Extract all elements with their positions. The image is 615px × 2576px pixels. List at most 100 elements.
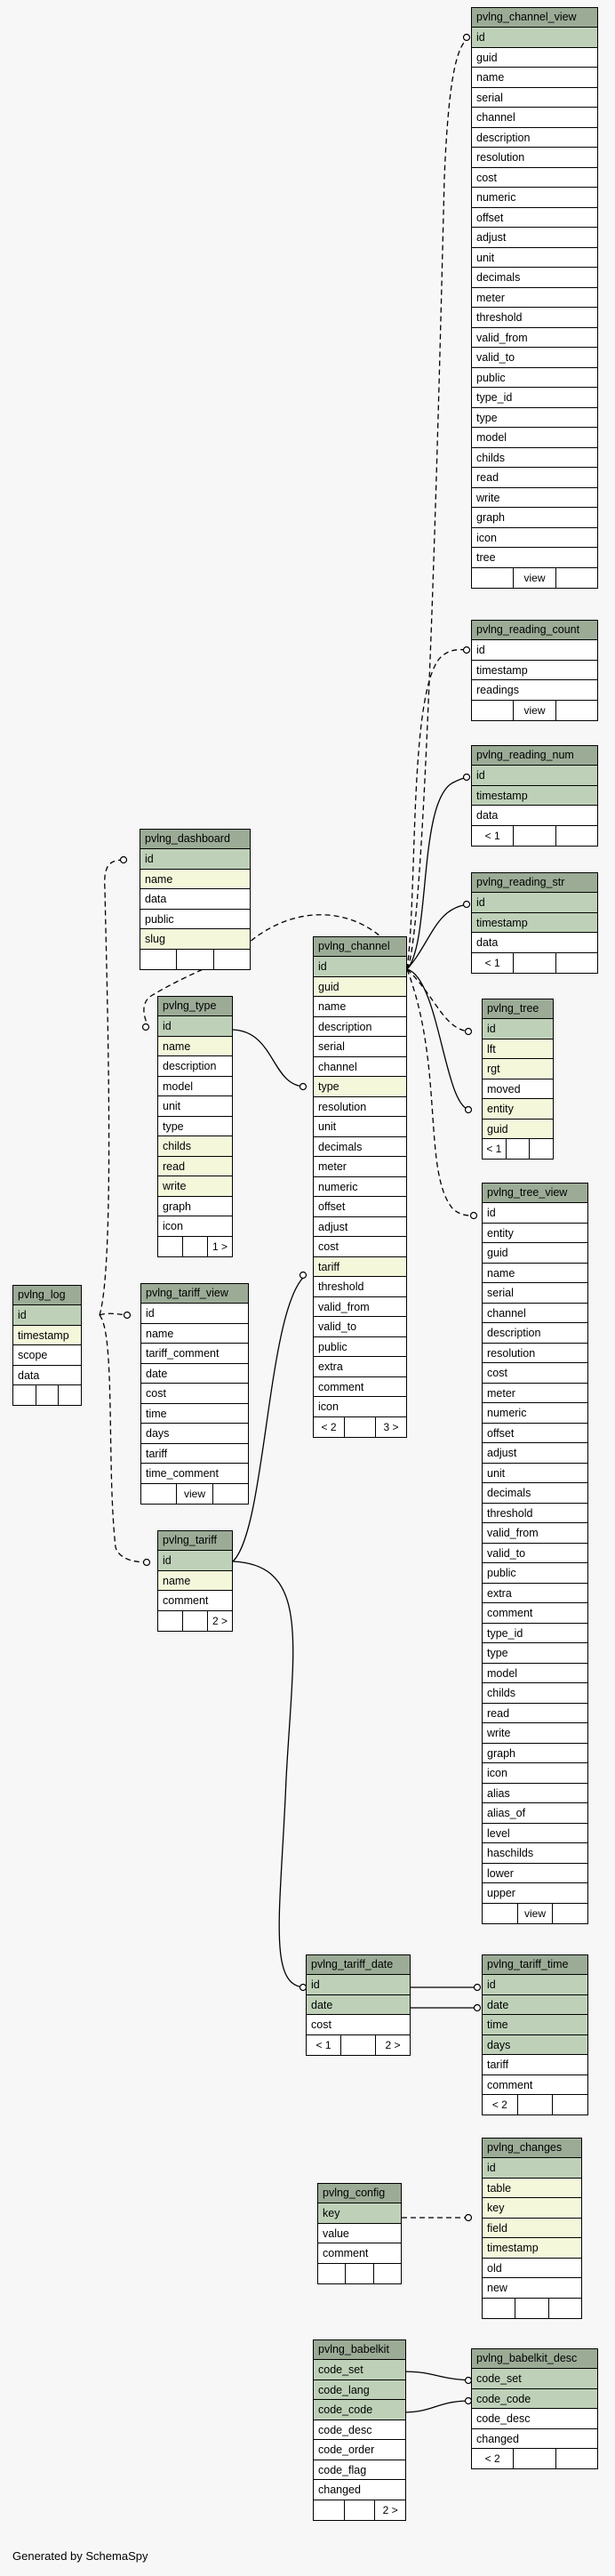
table-column[interactable]: tree	[472, 548, 597, 568]
table-column[interactable]: guid	[314, 976, 406, 997]
table-column[interactable]: threshold	[472, 308, 597, 328]
footer-cell[interactable]: 2 >	[385, 2038, 401, 2051]
table-header[interactable]: pvlng_tree	[483, 999, 553, 1019]
table-column[interactable]: model	[472, 428, 597, 448]
table-column[interactable]: icon	[158, 1216, 232, 1237]
table-column[interactable]: public	[483, 1563, 587, 1584]
table-column[interactable]: valid_from	[472, 328, 597, 348]
table-column[interactable]: comment	[314, 1377, 406, 1397]
table-column[interactable]: cost	[483, 1363, 587, 1384]
table-column[interactable]: id	[314, 957, 406, 977]
table-column[interactable]: valid_from	[314, 1297, 406, 1317]
table-column[interactable]: changed	[472, 2429, 597, 2449]
table-column[interactable]: key	[483, 2198, 581, 2219]
table-column[interactable]: public	[472, 368, 597, 388]
table-column[interactable]: tariff	[483, 2055, 587, 2075]
table-column[interactable]: lft	[483, 1039, 553, 1059]
table-column[interactable]: date	[483, 1994, 587, 2015]
table-column[interactable]: code_code	[314, 2400, 405, 2420]
table-column[interactable]: id	[13, 1305, 81, 1326]
table-column[interactable]: field	[483, 2218, 581, 2238]
table-column[interactable]: id	[158, 1016, 232, 1037]
table-column[interactable]: haschilds	[483, 1843, 587, 1864]
table-column[interactable]: data	[472, 806, 597, 826]
table-column[interactable]: value	[318, 2224, 401, 2243]
table-column[interactable]: data	[140, 889, 250, 910]
table-column[interactable]: write	[472, 488, 597, 508]
table-header[interactable]: pvlng_type	[158, 997, 232, 1016]
table-column[interactable]: code_flag	[314, 2460, 405, 2480]
table-header[interactable]: pvlng_reading_str	[472, 873, 597, 893]
table-column[interactable]: resolution	[314, 1097, 406, 1117]
table-column[interactable]: icon	[314, 1397, 406, 1417]
footer-cell[interactable]: < 1	[472, 952, 515, 973]
table-column[interactable]: code_desc	[472, 2409, 597, 2429]
table-column[interactable]: id	[158, 1551, 232, 1571]
table-column[interactable]: comment	[483, 1603, 587, 1624]
table-column[interactable]: tariff	[314, 1256, 406, 1277]
table-column[interactable]: comment	[483, 2075, 587, 2095]
table-column[interactable]: model	[158, 1077, 232, 1096]
table-column[interactable]: id	[140, 849, 250, 870]
table-column[interactable]: name	[472, 68, 597, 88]
table-column[interactable]: numeric	[483, 1403, 587, 1424]
table-column[interactable]: code_lang	[314, 2379, 405, 2400]
table-column[interactable]: read	[483, 1704, 587, 1723]
footer-cell[interactable]: view	[514, 567, 556, 588]
table-column[interactable]: id	[483, 1203, 587, 1224]
table-column[interactable]: code_set	[314, 2360, 405, 2380]
table-column[interactable]: meter	[483, 1384, 587, 1403]
table-column[interactable]: name	[314, 997, 406, 1017]
table-column[interactable]: offset	[483, 1424, 587, 1443]
table-column[interactable]: graph	[483, 1744, 587, 1763]
table-column[interactable]: public	[140, 910, 250, 929]
table-column[interactable]: numeric	[314, 1177, 406, 1197]
table-column[interactable]: table	[483, 2178, 581, 2198]
table-column[interactable]: id	[483, 1975, 587, 1995]
table-column[interactable]: id	[307, 1975, 410, 1995]
table-column[interactable]: valid_to	[314, 1317, 406, 1337]
table-column[interactable]: readings	[472, 680, 597, 701]
table-column[interactable]: id	[472, 893, 597, 913]
table-header[interactable]: pvlng_tariff_time	[483, 1955, 587, 1975]
table-header[interactable]: pvlng_babelkit	[314, 2340, 405, 2360]
table-column[interactable]: id	[141, 1304, 248, 1324]
table-column[interactable]: name	[141, 1324, 248, 1344]
table-column[interactable]: valid_to	[483, 1544, 587, 1563]
table-column[interactable]: threshold	[483, 1504, 587, 1523]
table-column[interactable]: time	[483, 2015, 587, 2035]
table-column[interactable]: threshold	[314, 1277, 406, 1297]
table-header[interactable]: pvlng_tariff_view	[141, 1284, 248, 1304]
table-column[interactable]: timestamp	[13, 1325, 81, 1345]
table-column[interactable]: alias	[483, 1784, 587, 1803]
table-column[interactable]: unit	[472, 248, 597, 268]
table-column[interactable]: timestamp	[483, 2238, 581, 2259]
table-column[interactable]: type_id	[472, 388, 597, 408]
table-column[interactable]: code_order	[314, 2440, 405, 2460]
table-column[interactable]: timestamp	[472, 785, 597, 806]
table-column[interactable]: code_desc	[314, 2420, 405, 2440]
footer-cell[interactable]: < 1	[472, 825, 515, 846]
table-column[interactable]: alias_of	[483, 1803, 587, 1824]
table-column[interactable]: cost	[307, 2015, 410, 2035]
table-column[interactable]: description	[472, 128, 597, 148]
table-column[interactable]: offset	[472, 208, 597, 228]
table-column[interactable]: name	[158, 1036, 232, 1056]
table-column[interactable]: id	[472, 766, 597, 786]
table-column[interactable]: icon	[472, 528, 597, 548]
table-column[interactable]: cost	[141, 1384, 248, 1404]
table-column[interactable]: childs	[158, 1136, 232, 1157]
table-column[interactable]: guid	[483, 1119, 553, 1139]
table-column[interactable]: read	[158, 1156, 232, 1176]
table-column[interactable]: type	[483, 1643, 587, 1664]
table-column[interactable]: rgt	[483, 1059, 553, 1079]
table-column[interactable]: meter	[472, 288, 597, 308]
table-column[interactable]: upper	[483, 1883, 587, 1904]
table-column[interactable]: cost	[314, 1237, 406, 1257]
